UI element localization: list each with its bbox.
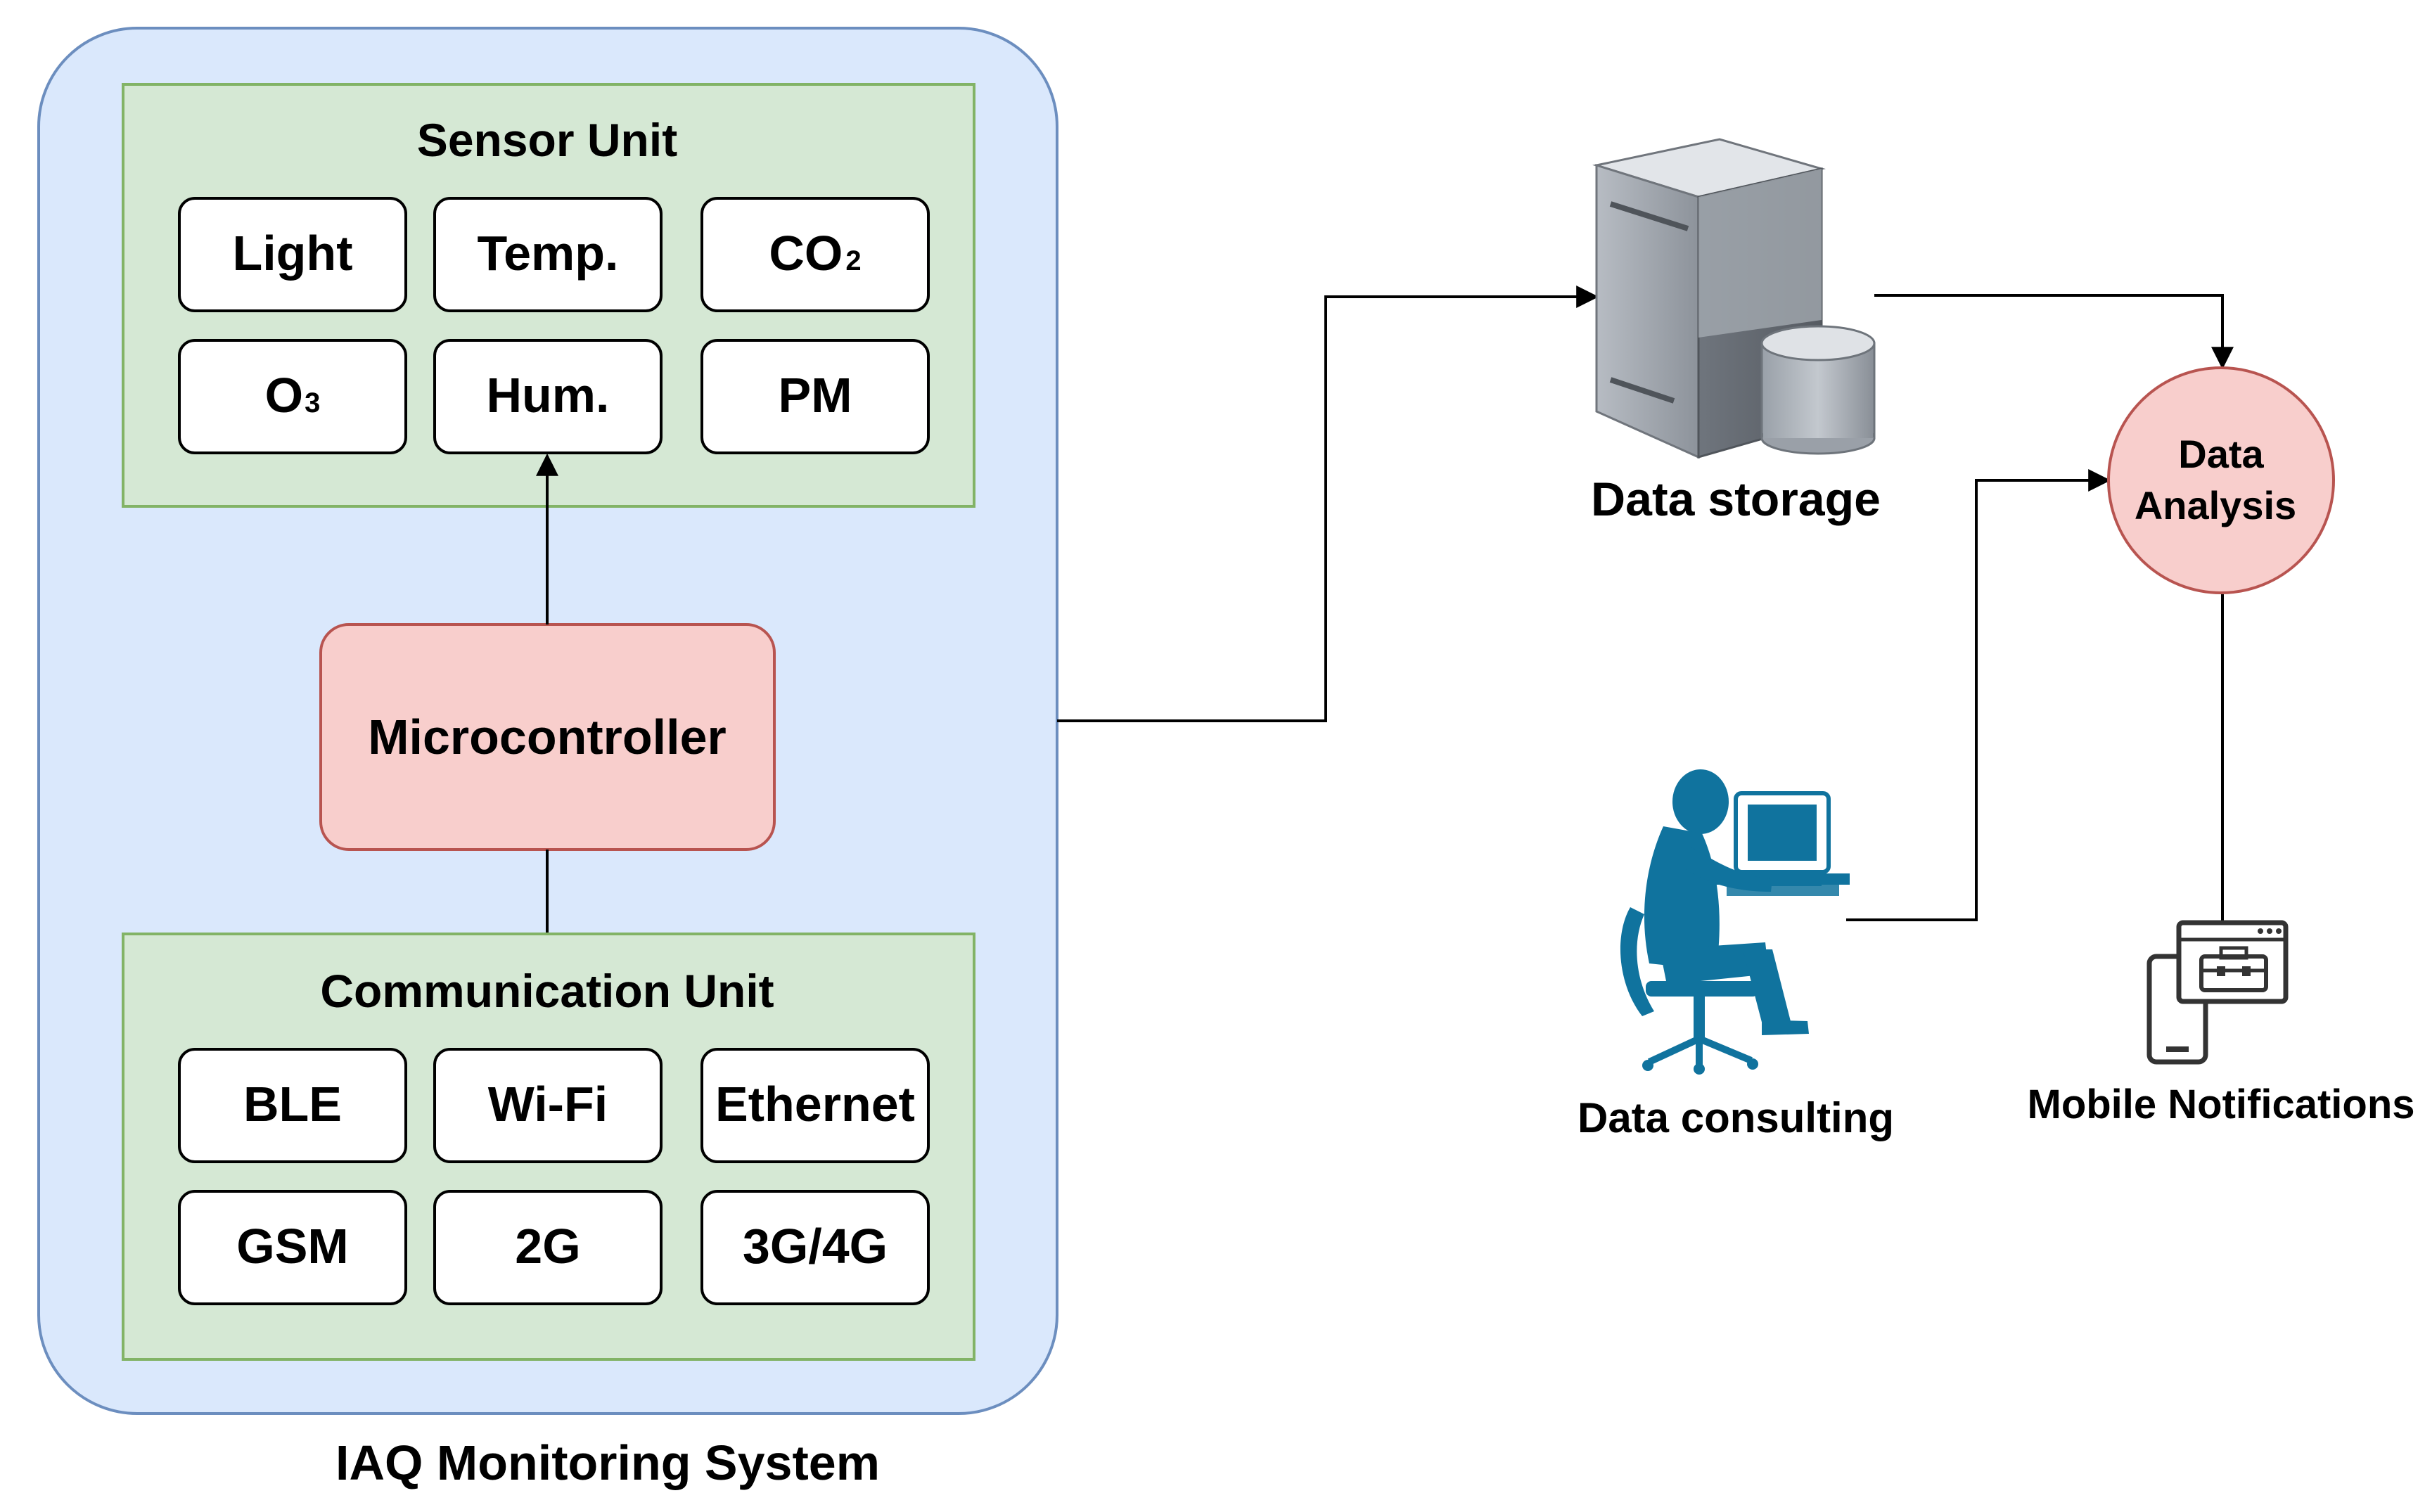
consulting-to-analysis-arrow	[1846, 469, 2111, 921]
comm-ble: BLE	[178, 1048, 407, 1163]
sensor-pm-label: PM	[779, 368, 852, 423]
server-database-icon	[1592, 138, 1876, 459]
system-to-storage-arrow	[1057, 286, 1599, 722]
sensor-pm: PM	[700, 339, 930, 454]
sensor-o3-subscript: 3	[305, 387, 320, 418]
sensor-temp: Temp.	[433, 197, 663, 312]
comm-2g: 2G	[433, 1190, 663, 1305]
comm-wifi: Wi-Fi	[433, 1048, 663, 1163]
data-storage-label: Data storage	[1591, 473, 1881, 526]
comm-3g4g: 3G/4G	[700, 1190, 930, 1305]
comm-ethernet-label: Ethernet	[715, 1077, 915, 1132]
communication-unit-title: Communication Unit	[320, 965, 774, 1017]
data-consulting-label: Data consulting	[1578, 1094, 1894, 1141]
comm-2g-label: 2G	[515, 1219, 580, 1274]
data-analysis-label-line1: Data	[2178, 432, 2264, 476]
sensor-light-label: Light	[232, 226, 352, 281]
sensor-o3-text: O3	[265, 368, 321, 423]
person-at-computer-icon	[1620, 769, 1850, 1075]
sensor-light: Light	[178, 197, 407, 312]
sensor-hum: Hum.	[433, 339, 663, 454]
data-analysis-label-line2: Analysis	[2135, 483, 2296, 527]
iaq-system-label: IAQ Monitoring System	[335, 1435, 880, 1490]
comm-3g4g-label: 3G/4G	[743, 1219, 888, 1274]
sensor-o3-label: O	[265, 368, 303, 423]
comm-ethernet: Ethernet	[700, 1048, 930, 1163]
microcontroller: Microcontroller	[319, 623, 776, 851]
storage-to-analysis-arrow	[1874, 294, 2234, 370]
sensor-temp-label: Temp.	[478, 226, 619, 281]
microcontroller-label: Microcontroller	[368, 710, 727, 764]
sensor-co2-subscript: 2	[845, 245, 861, 276]
sensor-unit-title: Sensor Unit	[417, 114, 677, 166]
mobile-toolbox-icon	[2146, 920, 2289, 1065]
mobile-notifications-label: Mobile Notifications	[2028, 1082, 2415, 1127]
sensor-o3: O3	[178, 339, 407, 454]
data-analysis-node: Data Analysis	[2107, 366, 2335, 594]
comm-wifi-label: Wi-Fi	[488, 1077, 608, 1132]
sensor-hum-label: Hum.	[487, 368, 610, 423]
comm-gsm-label: GSM	[236, 1219, 348, 1274]
communication-unit: Communication Unit BLE Wi-Fi Ethernet GS…	[122, 933, 975, 1361]
comm-gsm: GSM	[178, 1190, 407, 1305]
sensor-co2-label: CO	[769, 226, 843, 281]
comm-ble-label: BLE	[243, 1077, 342, 1132]
